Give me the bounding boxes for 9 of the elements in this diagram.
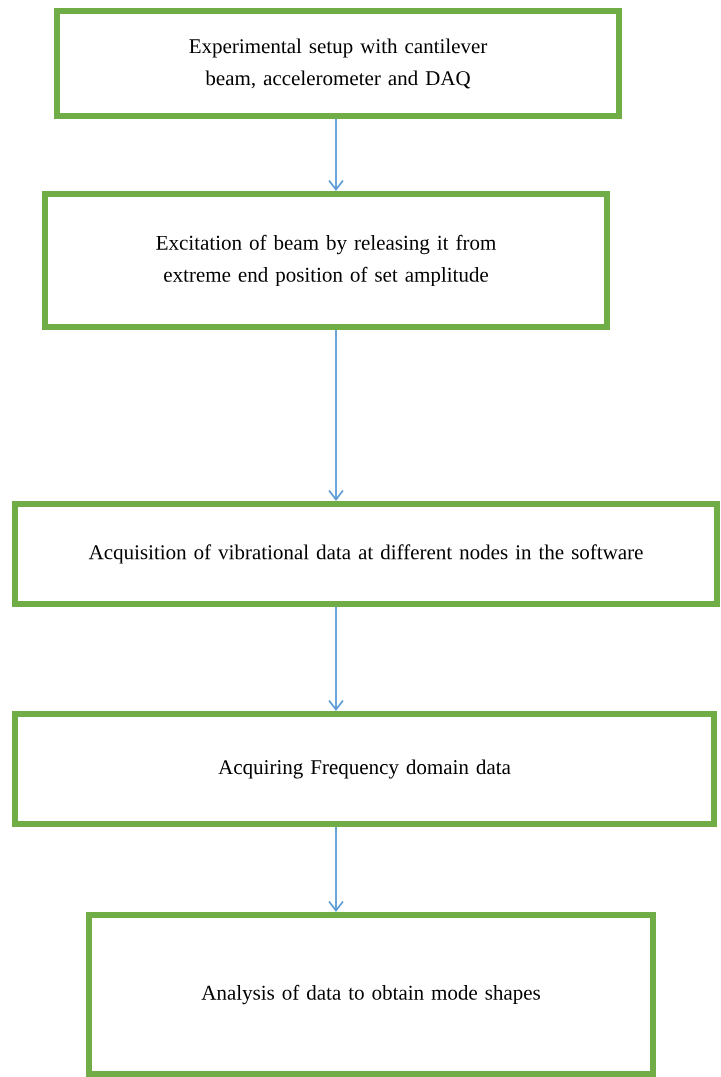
process-box: Analysis of data to obtain mode shapes	[86, 912, 656, 1077]
arrow	[328, 118, 344, 191]
process-box: Acquisition of vibrational data at different nodes in the software	[12, 501, 720, 607]
arrow	[328, 826, 344, 912]
process-box: Excitation of beam by releasing it from extreme end position of set amplitude	[42, 191, 610, 330]
arrow	[328, 329, 344, 501]
arrow	[328, 606, 344, 711]
process-box: Acquiring Frequency domain data	[12, 711, 717, 827]
process-box: Experimental setup with cantilever beam, accelerometer and DAQ	[54, 8, 622, 119]
